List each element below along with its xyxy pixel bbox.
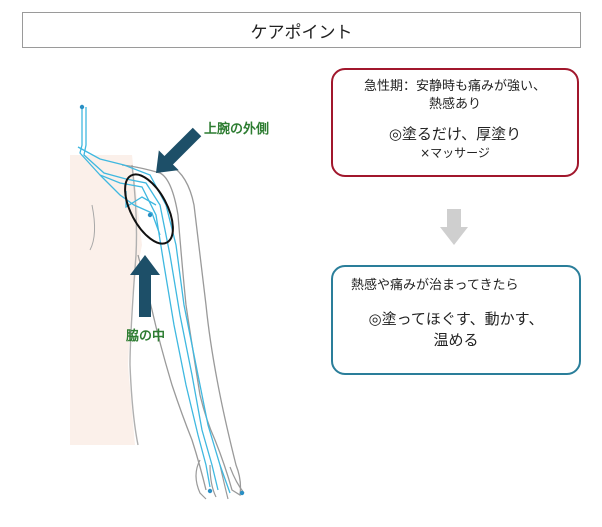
acute-phase-callout: 急性期：安静時も痛みが強い、 熱感あり ◎塗るだけ、厚塗り ×マッサージ — [331, 68, 579, 177]
down-arrow-icon — [440, 209, 468, 245]
meridian-line-1 — [79, 107, 211, 488]
upper-arm-ellipse — [124, 173, 174, 245]
torso-shape — [70, 155, 142, 445]
recovery-line-1: 熱感や痛みが治まってきたら — [351, 278, 519, 293]
arrow-upper-arm-outer — [156, 127, 202, 173]
label-upper-arm-outer: 上腕の外側 — [204, 122, 270, 137]
acute-line-1: 急性期：安静時も痛みが強い、 — [363, 79, 546, 94]
recovery-line-3: 温める — [433, 331, 479, 349]
meridian-point — [239, 490, 245, 496]
arm-outline — [121, 164, 242, 497]
hand-outline — [195, 459, 245, 500]
chest-line — [89, 204, 96, 251]
meridian-point — [207, 488, 213, 494]
torso-outline — [129, 164, 139, 446]
title-box: ケアポイント — [22, 12, 581, 48]
label-armpit-center: 脇の中 — [126, 329, 166, 344]
arrow-armpit — [130, 255, 160, 317]
acute-line-2: 熱感あり — [428, 97, 481, 112]
arm-figure — [70, 104, 245, 500]
page-title: ケアポイント — [250, 22, 353, 43]
meridian-point — [79, 104, 85, 110]
meridian-line-4 — [99, 174, 161, 236]
acute-line-3: ◎塗るだけ、厚塗り — [388, 125, 522, 143]
meridian-point — [147, 212, 153, 218]
meridian-line-2 — [83, 107, 219, 491]
recovery-line-2: ◎塗ってほぐす、動かす、 — [368, 310, 544, 328]
recovery-phase-callout: 熱感や痛みが治まってきたら ◎塗ってほぐす、動かす、 温める — [331, 265, 581, 375]
meridian-line-3 — [77, 146, 231, 494]
acute-line-4: ×マッサージ — [420, 146, 490, 160]
